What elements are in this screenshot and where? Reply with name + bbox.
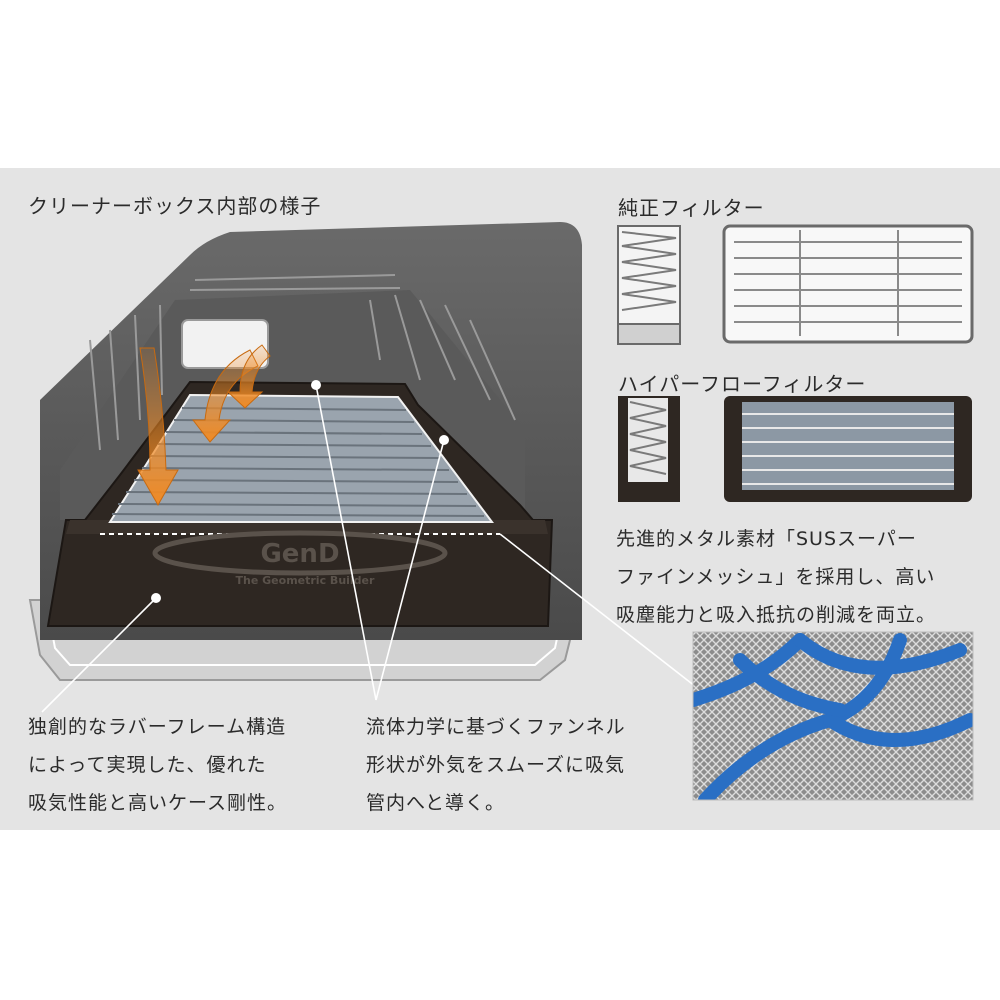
gend-logo: GenD The Geometric Builder bbox=[152, 530, 448, 587]
mesh-image-frame bbox=[692, 631, 974, 801]
logo-tagline: The Geometric Builder bbox=[236, 574, 375, 587]
logo-mark: GenD bbox=[260, 539, 339, 569]
frame-caption-line: 独創的なラバーフレーム構造 bbox=[28, 716, 287, 738]
funnel-caption-line: 形状が外気をスムーズに吸気 bbox=[366, 754, 626, 776]
frame-caption: 独創的なラバーフレーム構造 によって実現した、優れた 吸気性能と高いケース剛性。 bbox=[28, 708, 287, 822]
frame-caption-line: 吸気性能と高いケース剛性。 bbox=[28, 792, 288, 814]
oem-filter-top-view bbox=[722, 224, 974, 344]
callout-lines bbox=[41, 384, 701, 713]
mesh-caption: 先進的メタル素材「SUSスーパー ファインメッシュ」を採用し、高い 吸塵能力と吸… bbox=[616, 520, 936, 634]
main-title: クリーナーボックス内部の様子 bbox=[28, 194, 322, 218]
hyper-filter-cross-section bbox=[618, 396, 680, 502]
funnel-caption: 流体力学に基づくファンネル 形状が外気をスムーズに吸気 管内へと導く。 bbox=[366, 708, 626, 822]
hyper-filter-top-view bbox=[724, 396, 972, 502]
airflow-arrow-right-icon bbox=[226, 344, 271, 409]
callout-dots bbox=[151, 380, 449, 603]
oem-filter-cross-section bbox=[617, 225, 681, 345]
funnel-caption-line: 流体力学に基づくファンネル bbox=[366, 716, 626, 738]
mesh-caption-line: 吸塵能力と吸入抵抗の削減を両立。 bbox=[616, 604, 937, 626]
airflow-arrow-middle-icon bbox=[191, 349, 259, 443]
frame-caption-line: によって実現した、優れた bbox=[28, 754, 267, 776]
mesh-caption-line: 先進的メタル素材「SUSスーパー bbox=[616, 528, 917, 550]
hyper-filter-title: ハイパーフローフィルター bbox=[618, 372, 867, 396]
oem-filter-title: 純正フィルター bbox=[618, 196, 765, 220]
mesh-macro-image bbox=[693, 632, 973, 800]
mesh-caption-line: ファインメッシュ」を採用し、高い bbox=[616, 566, 936, 588]
airflow-arrows bbox=[137, 344, 271, 507]
airflow-arrow-left-icon bbox=[137, 347, 179, 507]
funnel-caption-line: 管内へと導く。 bbox=[366, 792, 506, 814]
